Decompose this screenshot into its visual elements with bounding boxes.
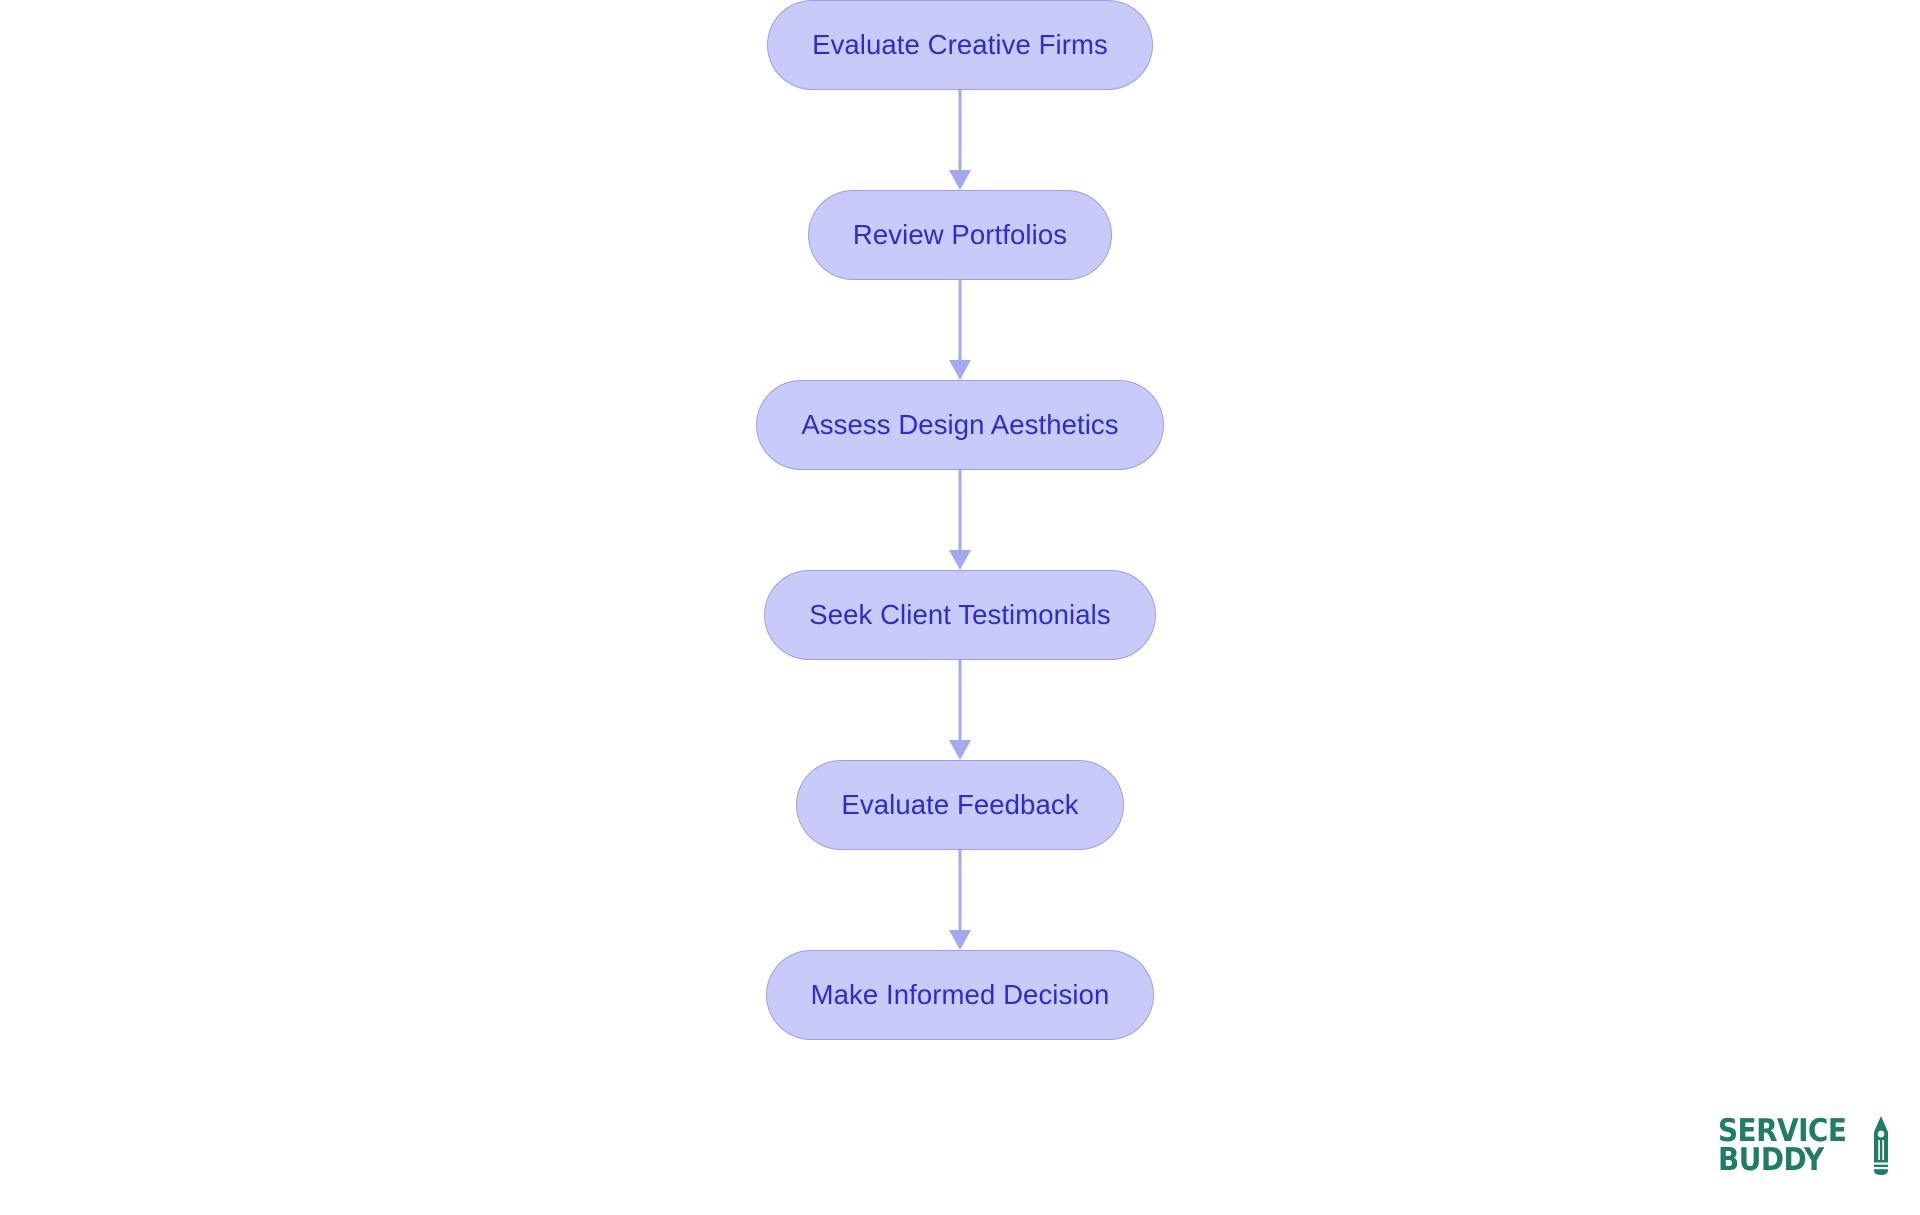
flow-node-label: Make Informed Decision bbox=[810, 979, 1110, 1010]
arrowhead-down-icon bbox=[949, 550, 971, 570]
arrowhead-down-icon bbox=[949, 170, 971, 190]
flow-node-make-informed-decision[interactable]: Make Informed Decision bbox=[765, 950, 1155, 1040]
flow-node-label: Review Portfolios bbox=[852, 219, 1068, 250]
flow-node-label: Evaluate Creative Firms bbox=[812, 29, 1108, 60]
flow-node-seek-client-testimonials[interactable]: Seek Client Testimonials bbox=[764, 570, 1156, 660]
arrow-stem bbox=[958, 90, 962, 172]
arrow-stem bbox=[958, 280, 962, 362]
arrowhead-down-icon bbox=[949, 360, 971, 380]
flow-node-review-portfolios[interactable]: Review Portfolios bbox=[807, 190, 1113, 280]
brand-logo-line-1: SERVICE bbox=[1718, 1113, 1847, 1150]
flow-node-evaluate-feedback[interactable]: Evaluate Feedback bbox=[796, 760, 1124, 850]
pencil-icon bbox=[1874, 1116, 1888, 1175]
flow-arrow-5 bbox=[947, 850, 973, 950]
flow-arrow-2 bbox=[947, 280, 973, 380]
flow-arrow-1 bbox=[947, 90, 973, 190]
arrow-stem bbox=[958, 850, 962, 932]
brand-logo: SERVICE BUDDY bbox=[1718, 1115, 1892, 1177]
flow-node-label: Seek Client Testimonials bbox=[809, 599, 1111, 630]
brand-logo-line-2: BUDDY bbox=[1718, 1142, 1825, 1178]
flow-arrow-4 bbox=[947, 660, 973, 760]
flowchart-node-column: Evaluate Creative Firms Review Portfolio… bbox=[756, 0, 1164, 1040]
flow-node-label: Evaluate Feedback bbox=[841, 789, 1079, 820]
arrowhead-down-icon bbox=[949, 930, 971, 950]
flow-arrow-3 bbox=[947, 470, 973, 570]
arrow-stem bbox=[958, 660, 962, 742]
flowchart-canvas: Evaluate Creative Firms Review Portfolio… bbox=[756, 0, 1164, 1040]
flow-node-evaluate-creative-firms[interactable]: Evaluate Creative Firms bbox=[767, 0, 1153, 90]
flow-node-assess-design-aesthetics[interactable]: Assess Design Aesthetics bbox=[756, 380, 1164, 470]
brand-logo-wordmark: SERVICE BUDDY bbox=[1718, 1113, 1861, 1178]
arrowhead-down-icon bbox=[949, 740, 971, 760]
flow-node-label: Assess Design Aesthetics bbox=[801, 409, 1119, 440]
arrow-stem bbox=[958, 470, 962, 552]
